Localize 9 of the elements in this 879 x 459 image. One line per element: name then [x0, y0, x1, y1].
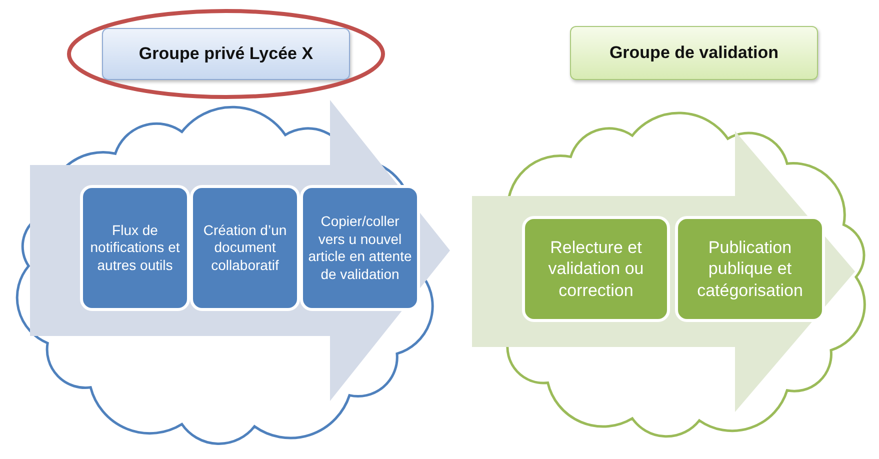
process-box: Relecture et validation ou correction	[522, 216, 670, 322]
block-arrow	[472, 131, 855, 412]
process-box: Publication publique et catégorisation	[675, 216, 825, 322]
process-box: Flux de notifications et autres outils	[80, 185, 190, 311]
block-arrow	[30, 100, 450, 401]
group-title-box: Groupe privé Lycée X	[102, 28, 350, 80]
group-title-box: Groupe de validation	[570, 26, 818, 80]
process-box: Copier/coller vers u nouvel article en attente de validation	[300, 185, 420, 311]
process-box: Création d’un document collaboratif	[190, 185, 300, 311]
